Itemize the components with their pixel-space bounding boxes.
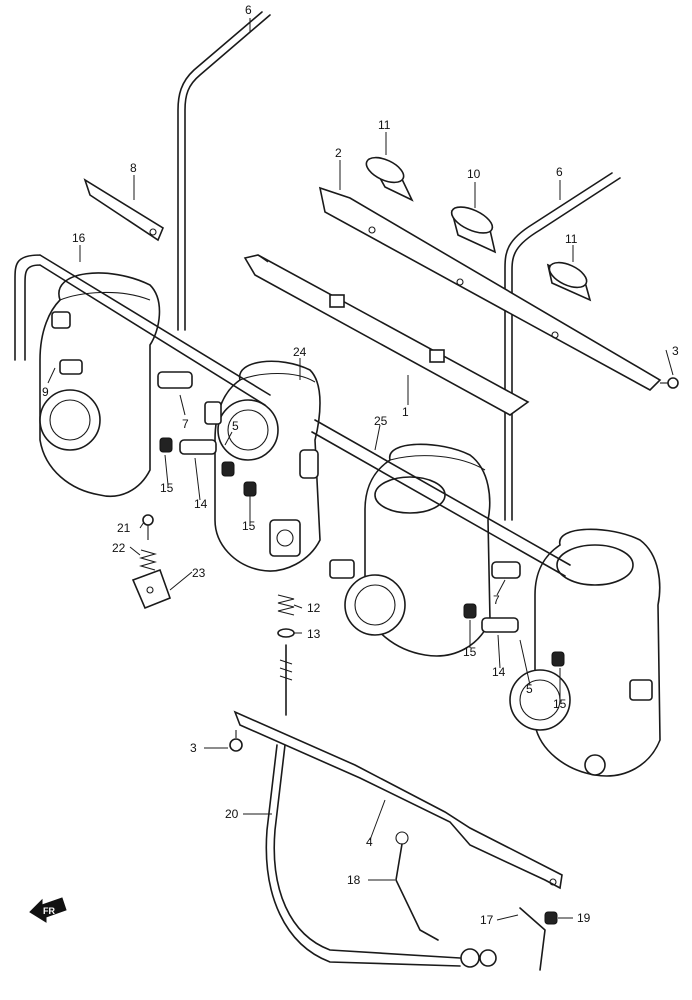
callout-6-right: 6 [556, 165, 563, 179]
carburetor-4 [509, 528, 661, 777]
callout-7-right: 7 [493, 593, 500, 607]
callout-22: 22 [112, 541, 126, 555]
callout-14-right: 14 [492, 665, 506, 679]
spring-22 [138, 549, 158, 571]
tube-16 [14, 254, 271, 406]
callout-2: 2 [335, 146, 342, 160]
cap-11-top [365, 156, 414, 202]
callout-10: 10 [467, 167, 481, 181]
callout-15-b: 15 [242, 519, 256, 533]
callout-23: 23 [192, 566, 206, 580]
tube-25 [311, 419, 571, 577]
callout-4: 4 [366, 835, 373, 849]
plate-4 [233, 710, 563, 890]
callout-14-left: 14 [194, 497, 208, 511]
fitting-7-left [157, 371, 222, 425]
callout-8: 8 [130, 161, 137, 175]
front-direction-arrow-icon: FR [29, 897, 67, 923]
callout-5-left: 5 [232, 419, 239, 433]
screw-21 [142, 514, 154, 540]
leader-lines [47, 18, 674, 921]
screw-3-lower [229, 730, 243, 752]
clip-17-19 [519, 907, 558, 971]
spring-12 [277, 594, 295, 616]
grommets [460, 948, 497, 968]
callout-20: 20 [225, 807, 239, 821]
carburetor-2 [214, 360, 321, 572]
wire-18 [395, 831, 439, 941]
callout-17: 17 [480, 913, 494, 927]
screw-3-right [660, 377, 679, 389]
callout-labels: 6 6 2 11 10 11 8 16 9 3 1 24 25 7 5 15 1… [42, 3, 679, 927]
callout-12: 12 [307, 601, 321, 615]
callout-13: 13 [307, 627, 321, 641]
bracket-23 [131, 568, 172, 610]
cap-10 [450, 206, 497, 254]
callout-25: 25 [374, 414, 388, 428]
direction-label: FR [43, 906, 55, 916]
washer-13 [277, 628, 295, 638]
callout-3-right: 3 [672, 344, 679, 358]
callout-11-right: 11 [565, 232, 578, 246]
t-joint-14-left [159, 437, 257, 497]
callout-24: 24 [293, 345, 307, 359]
screw-rod [279, 644, 293, 716]
callout-1: 1 [402, 405, 409, 419]
fitting-7-right [491, 561, 521, 579]
callout-15-c: 15 [463, 645, 477, 659]
callout-5-right: 5 [526, 682, 533, 696]
bracket-1 [243, 254, 530, 416]
t-joint-14-right [463, 603, 565, 667]
callout-16: 16 [72, 231, 86, 245]
callout-21: 21 [117, 521, 131, 535]
tube-6-right [504, 172, 621, 521]
callout-9: 9 [42, 385, 49, 399]
callout-15-d: 15 [553, 697, 567, 711]
plate-2 [318, 186, 662, 391]
callout-3-lower: 3 [190, 741, 197, 755]
cap-11-right [546, 261, 592, 302]
callout-7-left: 7 [182, 417, 189, 431]
carburetor-1 [39, 272, 161, 497]
carburetor-3 [329, 443, 491, 657]
callout-11-top: 11 [378, 118, 391, 132]
tube-6-left [177, 11, 271, 331]
tube-20 [265, 744, 461, 967]
callout-19: 19 [577, 911, 591, 925]
callout-6-left: 6 [245, 3, 252, 17]
callout-15-a: 15 [160, 481, 174, 495]
callout-18: 18 [347, 873, 361, 887]
plate-8 [83, 178, 165, 242]
